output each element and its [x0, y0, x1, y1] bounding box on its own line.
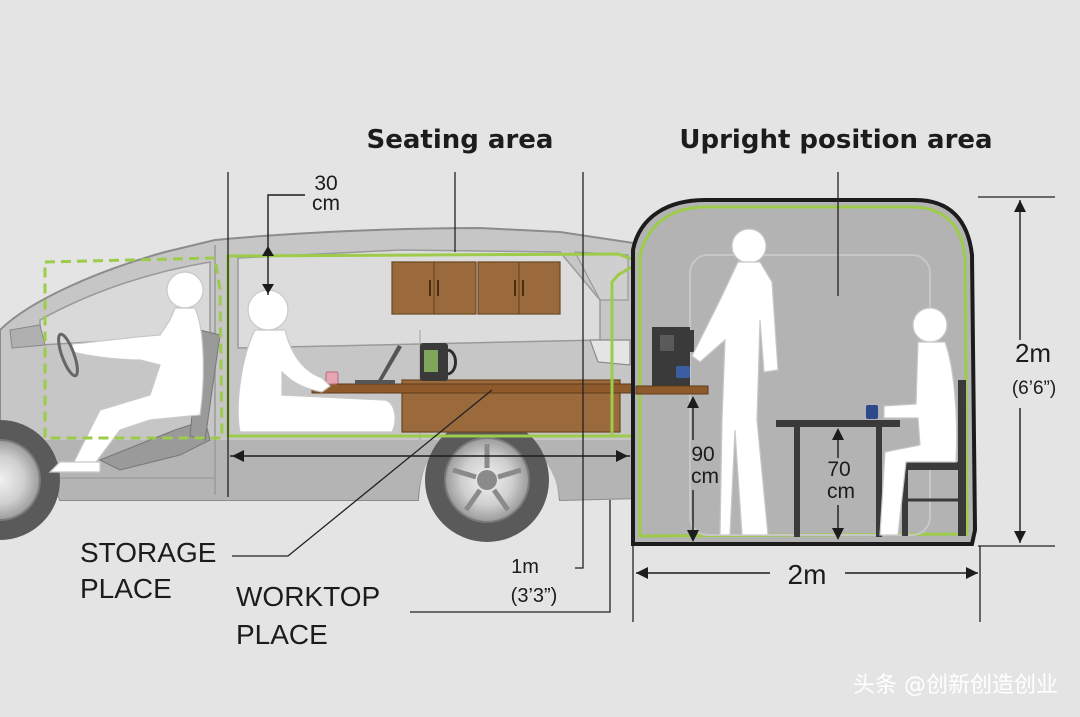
dimension-lines [227, 172, 1055, 622]
kettle-icon [420, 343, 457, 381]
worktop-label-line2: PLACE [236, 619, 328, 650]
seated-person-figure [237, 289, 396, 433]
worktop-label-line1: WORKTOP [236, 581, 380, 612]
coffee-machine-icon [652, 327, 694, 387]
driver-figure [48, 271, 221, 473]
upright-area-heading: Upright position area [679, 125, 992, 155]
standing-person-figure [691, 228, 779, 536]
van-length-imperial: (3’3”) [511, 585, 558, 607]
front-wheel [0, 420, 60, 540]
head-clearance-unit: cm [312, 192, 340, 215]
worktop-unit [311, 379, 709, 433]
mug-icon [325, 371, 339, 385]
tent-counter [635, 385, 709, 395]
counter-height-unit: cm [691, 465, 719, 488]
counter-height-value: 90 [691, 443, 714, 466]
tent-height-imperial: (6’6”) [1012, 378, 1056, 399]
watermark: 头条 @创新创造创业 [853, 673, 1058, 698]
van-length-metric: 1m [511, 556, 539, 578]
tent-width-label: 2m [788, 559, 827, 590]
seated-tent-person-figure [879, 307, 958, 536]
tent-height-metric: 2m [1015, 338, 1051, 368]
head-clearance-value: 30 [314, 172, 337, 195]
seating-area-heading: Seating area [367, 125, 554, 155]
storage-label-line1: STORAGE [80, 537, 216, 568]
tent-table [776, 405, 900, 537]
laptop-icon [355, 345, 402, 384]
table-height-value: 70 [827, 458, 850, 481]
tent-chair [900, 380, 966, 536]
storage-label-line2: PLACE [80, 573, 172, 604]
table-height-unit: cm [827, 480, 855, 503]
overhead-cabinets [391, 261, 561, 315]
rear-wheel [425, 418, 549, 542]
